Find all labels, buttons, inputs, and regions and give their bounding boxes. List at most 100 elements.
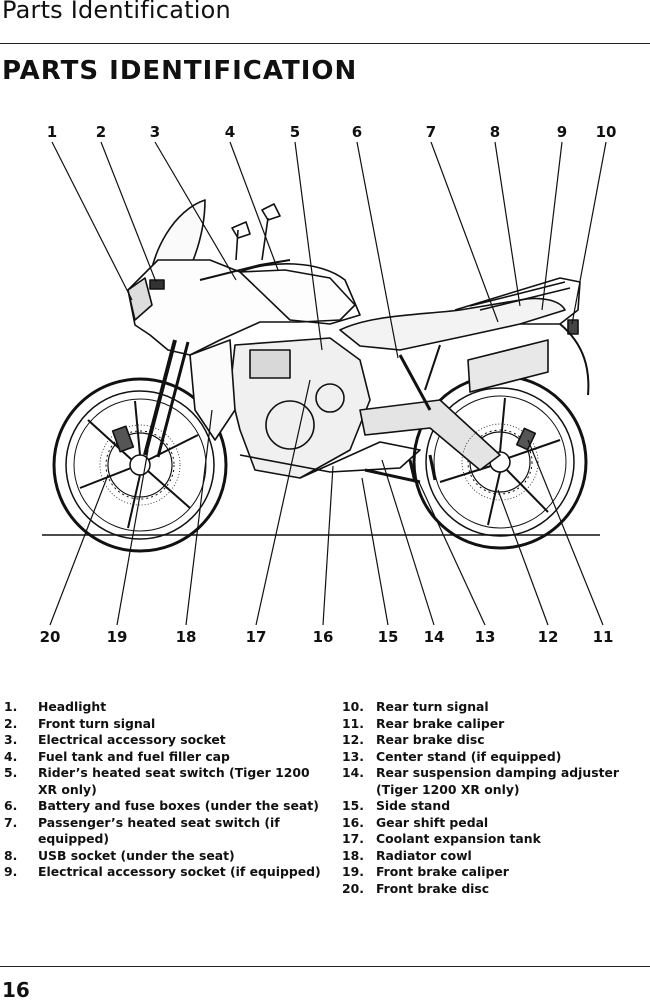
item-number: 10. [342,699,364,714]
item-number: 7. [4,814,18,830]
list-item: 6. Battery and fuse boxes (under the seat… [4,798,324,815]
mirror-left [261,203,281,261]
list-item: 16. Gear shift pedal [342,815,647,832]
list-item: 7. Passenger’s heated seat switch (if equ… [4,815,324,848]
list-item: 19. Front brake caliper [342,864,647,881]
leader-lines-bottom [49,379,604,626]
item-label: Side stand [376,798,451,813]
item-number: 15. [342,798,364,813]
item-label: Coolant expansion tank [376,831,541,846]
callout-2: 2 [96,123,106,141]
item-label: USB socket (under the seat) [38,847,235,863]
item-label: Radiator cowl [376,847,472,863]
item-number: 3. [4,732,18,747]
running-header-title: Parts Identification [2,0,231,24]
bike-body [99,199,590,506]
headlight [127,277,153,321]
item-number: 11. [342,715,364,731]
callout-7: 7 [426,123,436,141]
item-number: 4. [4,748,18,764]
callouts-top: 1 2 3 4 5 6 7 8 9 10 [47,123,617,141]
swingarm [359,399,501,471]
item-label: Electrical accessory socket (if equipped… [38,864,321,879]
list-item: 5. Rider’s heated seat switch (Tiger 1200… [4,765,324,798]
section-title: PARTS IDENTIFICATION [2,56,358,86]
item-number: 20. [342,880,364,896]
footer-rule [0,966,650,967]
list-item: 4. Fuel tank and fuel filler cap [4,749,324,766]
list-item: 20. Front brake disc [342,881,647,898]
item-label: Center stand (if equipped) [376,748,562,764]
item-label: Rider’s heated seat switch (Tiger 1200 X… [38,765,310,797]
list-item: 17. Coolant expansion tank [342,831,647,848]
list-item: 8. USB socket (under the seat) [4,848,324,865]
callout-19: 19 [107,628,128,646]
callout-8: 8 [490,123,500,141]
list-item: 10. Rear turn signal [342,699,647,716]
list-item: 18. Radiator cowl [342,848,647,865]
item-label: Fuel tank and fuel filler cap [38,748,230,764]
item-number: 12. [342,732,364,747]
item-label: Rear brake caliper [376,715,505,731]
item-number: 16. [342,814,364,830]
parts-list-left: 1. Headlight 2. Front turn signal 3. Electr… [4,699,324,881]
callout-17: 17 [246,628,267,646]
item-label: Electrical accessory socket [38,732,226,747]
item-label: Rear brake disc [376,732,485,747]
callout-4: 4 [225,123,235,141]
luggage-rack [454,277,581,325]
item-number: 19. [342,864,364,879]
item-label: Battery and fuse boxes (under the seat) [38,798,319,813]
callout-11: 11 [593,628,614,646]
list-item: 3. Electrical accessory socket [4,732,324,749]
motorcycle-diagram: 1 2 3 4 5 6 7 8 9 10 20 19 18 17 16 15 1… [40,123,617,646]
item-label: Front turn signal [38,715,156,731]
callout-6: 6 [352,123,362,141]
item-label: Front brake disc [376,880,490,896]
list-item: 2. Front turn signal [4,716,324,733]
front-wheel [52,377,228,553]
item-number: 9. [4,864,18,879]
callout-20: 20 [40,628,61,646]
item-number: 1. [4,699,18,714]
item-label: Front brake caliper [376,864,509,879]
item-number: 17. [342,831,364,846]
front-fork [143,339,177,456]
item-number: 14. [342,765,364,780]
exhaust [467,339,549,393]
list-item: 12. Rear brake disc [342,732,647,749]
list-item: 11. Rear brake caliper [342,716,647,733]
callout-14: 14 [424,628,445,646]
item-number: 13. [342,748,364,764]
front-fairing [127,259,356,356]
item-label: Headlight [38,699,107,714]
item-label: Rear turn signal [376,699,489,714]
callout-1: 1 [47,123,57,141]
mirror-right [231,221,251,261]
item-label: Passenger’s heated seat switch (if equip… [38,814,280,847]
parts-list-right: 10. Rear turn signal 11. Rear brake calipe… [342,699,647,897]
item-number: 2. [4,715,18,731]
fuel-tank [239,263,361,325]
callouts-bottom: 20 19 18 17 16 15 14 13 12 11 [40,628,614,646]
item-number: 6. [4,798,18,813]
list-item: 15. Side stand [342,798,647,815]
list-item: 1. Headlight [4,699,324,716]
callout-5: 5 [290,123,300,141]
callout-16: 16 [313,628,334,646]
item-label: Gear shift pedal [376,814,489,830]
callout-15: 15 [378,628,399,646]
item-number: 8. [4,847,18,863]
item-number: 5. [4,765,18,780]
callout-9: 9 [557,123,567,141]
callout-10: 10 [596,123,617,141]
list-item: 13. Center stand (if equipped) [342,749,647,766]
header-rule [0,43,650,44]
side-stand [364,468,421,484]
callout-3: 3 [150,123,160,141]
callout-12: 12 [538,628,559,646]
item-number: 18. [342,847,364,863]
leader-lines-top [51,141,607,359]
item-label: Rear suspension damping adjuster (Tiger … [376,765,620,797]
callout-13: 13 [475,628,496,646]
